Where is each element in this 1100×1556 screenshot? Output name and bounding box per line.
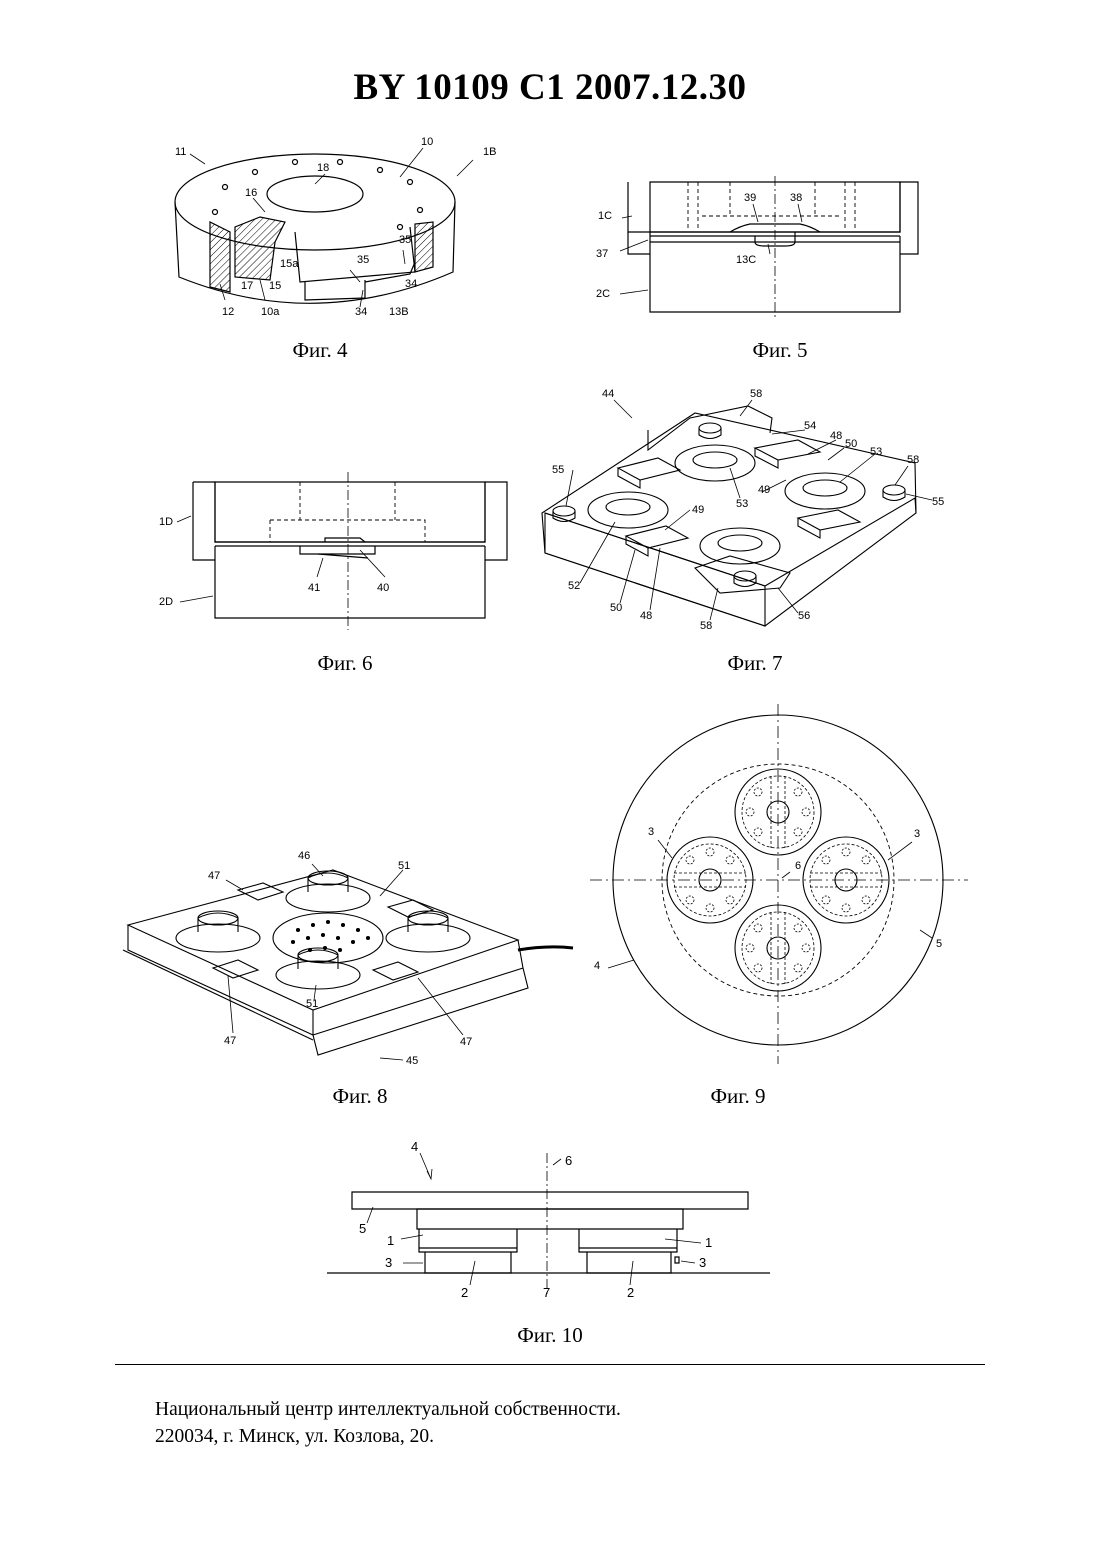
- label-1b: 1B: [483, 146, 496, 158]
- label-47-right: 47: [460, 1036, 472, 1048]
- label-3-left: 3: [648, 826, 654, 838]
- label-10: 10: [421, 136, 433, 148]
- label-2d: 2D: [159, 596, 173, 608]
- label-18: 18: [317, 162, 329, 174]
- figure-10-drawing: 4 6 5 1 1 3 3 2 7 2: [325, 1135, 775, 1310]
- label-39: 39: [744, 192, 756, 204]
- label-53-center: 53: [736, 498, 748, 510]
- label-38: 38: [790, 192, 802, 204]
- label-44: 44: [602, 388, 614, 400]
- label-47-top: 47: [208, 870, 220, 882]
- figure-8-drawing: 46 51 47 51 47 47 45: [118, 850, 588, 1075]
- label-41: 41: [308, 582, 320, 594]
- footer-divider: [115, 1364, 985, 1365]
- label-34-bottom: 34: [355, 306, 367, 318]
- figure-7-drawing: 44 58 54 48 50 53 58 55 49 53 55 49 52 5…: [540, 388, 960, 638]
- label-58-right: 58: [907, 454, 919, 466]
- label-46: 46: [298, 850, 310, 862]
- label-13b: 13B: [389, 306, 409, 318]
- label-7: 7: [543, 1285, 550, 1300]
- label-51-top: 51: [398, 860, 410, 872]
- figure-6-caption: Фиг. 6: [275, 651, 415, 676]
- label-52: 52: [568, 580, 580, 592]
- label-48-bottom: 48: [640, 610, 652, 622]
- label-56: 56: [798, 610, 810, 622]
- figure-10-caption: Фиг. 10: [480, 1323, 620, 1348]
- label-2c: 2C: [596, 288, 610, 300]
- footer: Национальный центр интеллектуальной собс…: [155, 1396, 621, 1450]
- figure-6-drawing: 1D 2D 41 40: [155, 472, 515, 632]
- label-34-right: 34: [405, 278, 417, 290]
- label-37: 37: [596, 248, 608, 260]
- label-45: 45: [406, 1055, 418, 1067]
- label-3-right: 3: [914, 828, 920, 840]
- figure-4-caption: Фиг. 4: [250, 338, 390, 363]
- footer-line-2: 220034, г. Минск, ул. Козлова, 20.: [155, 1423, 621, 1450]
- label-5: 5: [936, 938, 942, 950]
- label-17: 17: [241, 280, 253, 292]
- label-51-bottom: 51: [306, 998, 318, 1010]
- label-35-left: 35: [357, 254, 369, 266]
- label-13c: 13C: [736, 254, 756, 266]
- label-55-right: 55: [932, 496, 944, 508]
- label-54: 54: [804, 420, 816, 432]
- figure-5-drawing: 39 38 1C 37 13C 2C: [590, 176, 920, 321]
- label-6: 6: [565, 1153, 572, 1168]
- label-5: 5: [359, 1221, 366, 1236]
- label-35-right: 35: [399, 234, 411, 246]
- label-4: 4: [411, 1139, 418, 1154]
- label-48-top: 48: [830, 430, 842, 442]
- label-50-top: 50: [845, 438, 857, 450]
- figure-7-caption: Фиг. 7: [685, 651, 825, 676]
- label-50-bottom: 50: [610, 602, 622, 614]
- label-49-left: 49: [692, 504, 704, 516]
- label-1-right: 1: [705, 1235, 712, 1250]
- label-53-top: 53: [870, 446, 882, 458]
- label-2-left: 2: [461, 1285, 468, 1300]
- label-15: 15: [269, 280, 281, 292]
- label-58-bottom: 58: [700, 620, 712, 632]
- label-4: 4: [594, 960, 600, 972]
- label-2-right: 2: [627, 1285, 634, 1300]
- label-1d: 1D: [159, 516, 173, 528]
- label-3-left: 3: [385, 1255, 392, 1270]
- figure-4-drawing: 11 10 18 1B 16 15a 35 35 34 34 13B 12 10…: [165, 132, 505, 322]
- document-header: BY 10109 C1 2007.12.30: [0, 66, 1100, 109]
- label-16: 16: [245, 187, 257, 199]
- label-1c: 1C: [598, 210, 612, 222]
- label-15a: 15a: [280, 258, 298, 270]
- figure-9-drawing: 3 3 6 5 4: [590, 700, 970, 1070]
- label-12: 12: [222, 306, 234, 318]
- label-10a: 10a: [261, 306, 279, 318]
- figure-5-caption: Фиг. 5: [710, 338, 850, 363]
- label-6: 6: [795, 860, 801, 872]
- label-47-left: 47: [224, 1035, 236, 1047]
- figure-9-caption: Фиг. 9: [668, 1084, 808, 1109]
- label-49-right: 49: [758, 484, 770, 496]
- label-58-top: 58: [750, 388, 762, 400]
- figure-8-caption: Фиг. 8: [290, 1084, 430, 1109]
- label-1-left: 1: [387, 1233, 394, 1248]
- label-11: 11: [175, 146, 186, 158]
- footer-line-1: Национальный центр интеллектуальной собс…: [155, 1396, 621, 1423]
- label-3-right: 3: [699, 1255, 706, 1270]
- label-40: 40: [377, 582, 389, 594]
- label-55-left: 55: [552, 464, 564, 476]
